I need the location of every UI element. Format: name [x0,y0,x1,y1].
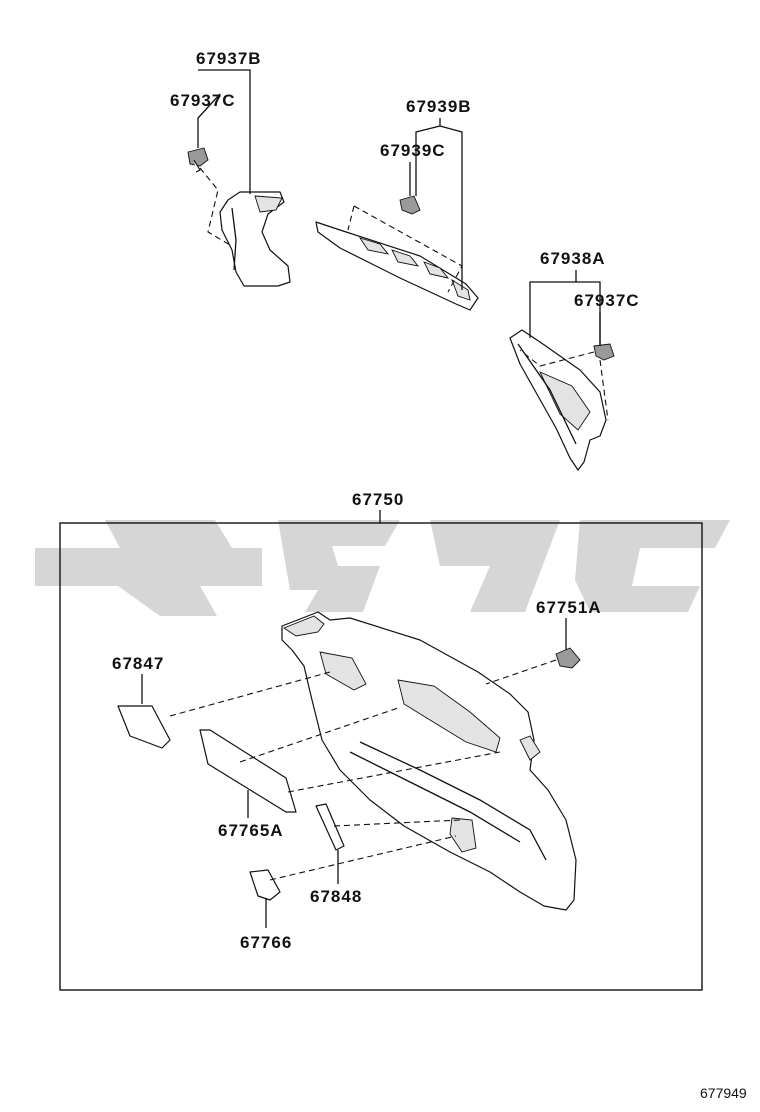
label-67938A: 67938A [540,249,606,268]
part-67939B-trim[interactable] [315,221,479,311]
label-67847: 67847 [112,654,164,673]
clip-67751A[interactable] [555,647,581,669]
part-67937B-trim[interactable] [219,191,291,287]
watermark-logo [35,520,730,616]
label-67937C-top: 67937C [170,91,236,110]
assembly-box-67750 [59,522,703,991]
clip-67937C-top[interactable] [187,147,209,173]
label-67937C-right: 67937C [574,291,640,310]
part-67847-cover[interactable] [117,705,171,749]
label-67939B: 67939B [406,97,472,116]
label-67939C: 67939C [380,141,446,160]
leader-67939B [415,118,463,290]
part-67750-back-door-trim[interactable] [281,611,577,911]
label-67937B: 67937B [196,49,262,68]
part-67765A-panel[interactable] [199,729,297,813]
label-67751A: 67751A [536,598,602,617]
clip-67939C[interactable] [399,195,421,215]
leader-67937B [198,69,251,194]
clip-67937C-right[interactable] [593,343,615,361]
label-67848: 67848 [310,887,362,906]
part-67766-cap[interactable] [249,869,281,901]
part-67938A-trim[interactable] [509,329,607,471]
label-67766: 67766 [240,933,292,952]
label-67765A: 67765A [218,821,284,840]
leader-67937C-top [197,93,221,148]
part-67848-piece[interactable] [315,803,345,851]
figure-reference-number: 677949 [700,1085,747,1101]
label-67750: 67750 [352,490,404,509]
